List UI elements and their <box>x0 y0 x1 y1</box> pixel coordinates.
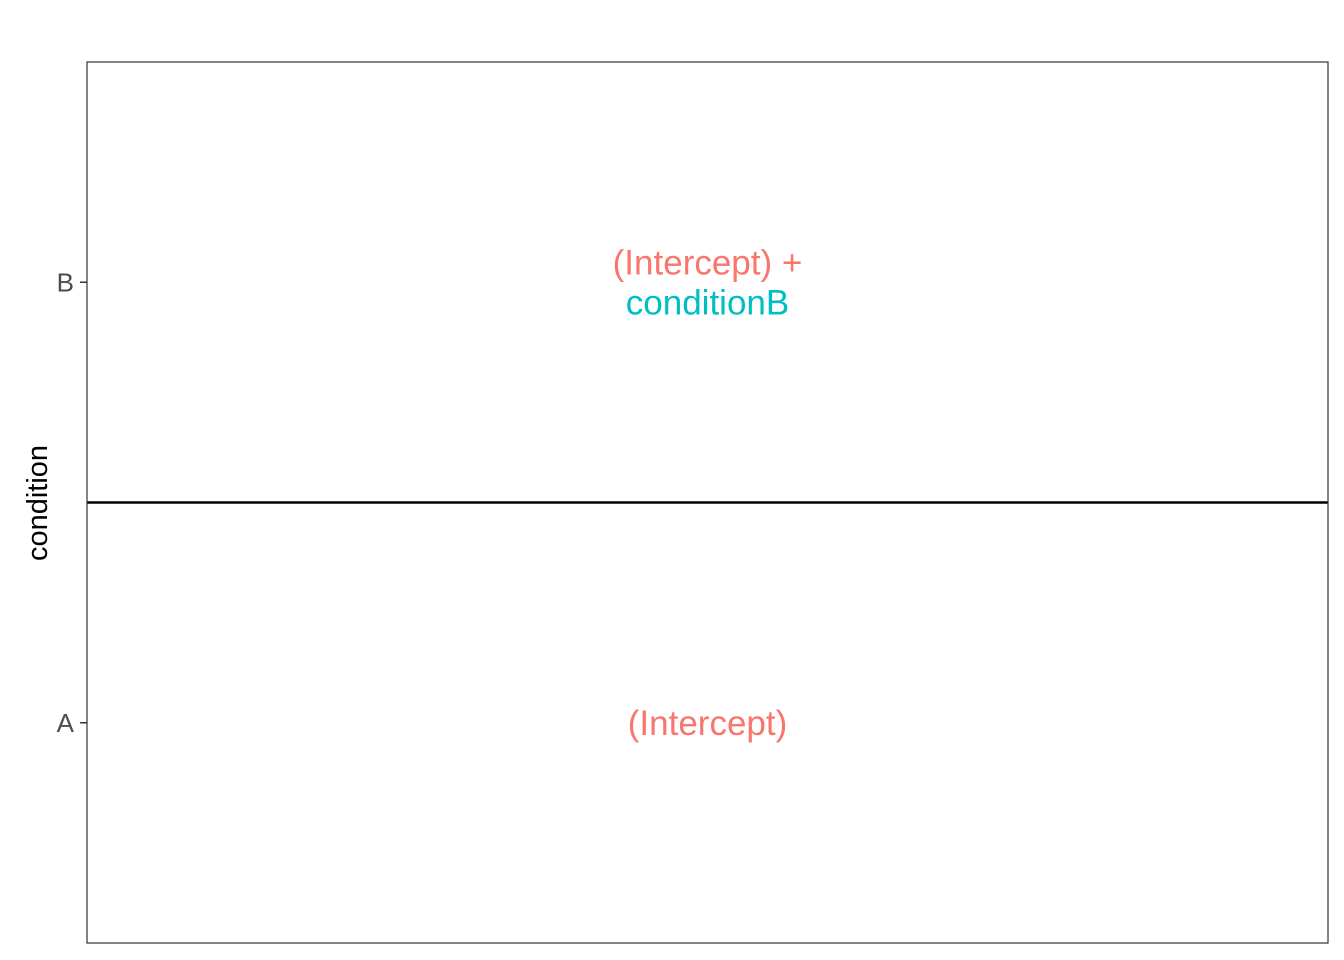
y-tick-label-b: B <box>57 267 74 297</box>
cell-text-b-line-2: conditionB <box>626 283 789 322</box>
chart-marks: A B (Intercept) (Intercept) +conditionB <box>57 243 1328 742</box>
term-label: (Intercept) <box>628 703 788 742</box>
term-label: (Intercept) + <box>613 243 803 282</box>
cell-text-b-line-1: (Intercept) + <box>613 243 803 282</box>
y-axis-title: condition <box>22 445 54 561</box>
term-label: conditionB <box>626 283 789 322</box>
cell-text-a-line-1: (Intercept) <box>628 703 788 742</box>
plot-panel-border <box>86 61 1329 944</box>
y-tick-label-a: A <box>57 708 75 738</box>
